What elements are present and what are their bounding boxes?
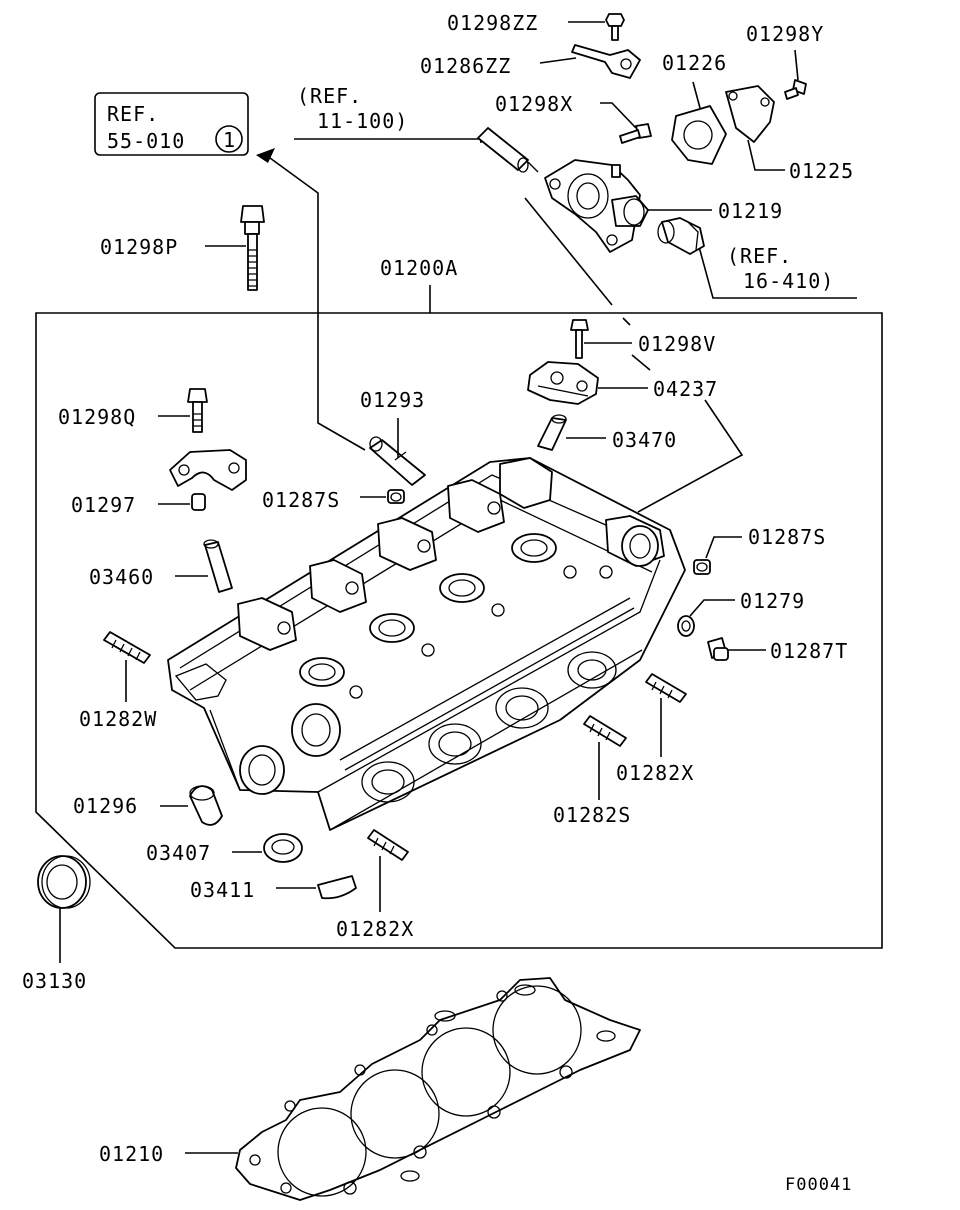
label-01298ZZ: 01298ZZ — [447, 11, 538, 35]
dowel-01297 — [191, 493, 206, 511]
oil-seal-03130 — [37, 855, 91, 909]
ref-55-circle-number: 1 — [223, 128, 236, 152]
seal-03407 — [263, 833, 303, 863]
label-01296: 01296 — [73, 794, 138, 818]
assembly-frame — [35, 312, 883, 949]
ref-16-line1: (REF. — [727, 244, 792, 268]
plug-01287T — [707, 637, 729, 661]
label-01298Q: 01298Q — [58, 405, 136, 429]
pipe-01293 — [369, 436, 426, 486]
stud-01282S — [583, 715, 627, 747]
bolt-01298Q — [187, 388, 208, 433]
bolt-01298P — [240, 205, 265, 291]
label-01298Y: 01298Y — [746, 22, 824, 46]
label-03460: 03460 — [89, 565, 154, 589]
label-03411: 03411 — [190, 878, 255, 902]
bolt-01298ZZ — [605, 13, 625, 41]
label-01226: 01226 — [662, 51, 727, 75]
label-01200A: 01200A — [380, 256, 458, 280]
bracket-01286ZZ — [571, 44, 641, 79]
bolt-01298Y — [784, 79, 807, 100]
bolt-01298V — [570, 319, 589, 359]
ref-55-line2: 55-010 — [107, 129, 185, 153]
stud-01282X-right — [645, 673, 687, 703]
label-03130: 03130 — [22, 969, 87, 993]
housing-01219 — [544, 159, 649, 253]
ref-11-100-pipe — [477, 127, 539, 173]
label-01287S-left: 01287S — [262, 488, 340, 512]
label-01210: 01210 — [99, 1142, 164, 1166]
label-03470: 03470 — [612, 428, 677, 452]
label-01279: 01279 — [740, 589, 805, 613]
head-gasket-01210 — [235, 977, 641, 1201]
label-01282S: 01282S — [553, 803, 631, 827]
figure-code: F00041 — [785, 1175, 852, 1195]
label-01282X-right: 01282X — [616, 761, 694, 785]
label-01286ZZ: 01286ZZ — [420, 54, 511, 78]
label-01297: 01297 — [71, 493, 136, 517]
ref-55-010-box: REF. 55-010 1 — [94, 92, 249, 156]
label-01287S-right: 01287S — [748, 525, 826, 549]
sleeve-03460 — [203, 539, 233, 593]
cylinder-head-01200A — [167, 457, 686, 831]
stud-01282X-bottom — [367, 829, 409, 861]
bolt-01298X — [619, 123, 652, 144]
label-01293: 01293 — [360, 388, 425, 412]
label-01298V: 01298V — [638, 332, 716, 356]
label-03407: 03407 — [146, 841, 211, 865]
label-01219: 01219 — [718, 199, 783, 223]
stud-01282W — [103, 631, 151, 664]
gasket-01226 — [671, 105, 727, 165]
seal-01296 — [189, 785, 223, 826]
plug-03411 — [317, 875, 357, 900]
ref-11-line1: (REF. — [297, 84, 362, 108]
ref-55-arrow — [256, 148, 275, 163]
camshaft-bearing-cap — [169, 449, 247, 491]
label-04237: 04237 — [653, 377, 718, 401]
plug-01287S-left — [387, 489, 405, 504]
plug-01287S-right — [693, 559, 711, 575]
sleeve-03470 — [537, 414, 567, 451]
label-01282W: 01282W — [79, 707, 157, 731]
label-01282X-bottom: 01282X — [336, 917, 414, 941]
temperature-sensor — [657, 217, 705, 255]
ref-16-line2: 16-410) — [743, 269, 834, 293]
label-01225: 01225 — [789, 159, 854, 183]
bracket-04237 — [527, 361, 599, 405]
ref-11-line2: 11-100) — [317, 109, 408, 133]
gasket-01279 — [677, 615, 695, 637]
label-01287T: 01287T — [770, 639, 848, 663]
cover-plate-01225 — [725, 85, 775, 143]
label-01298X: 01298X — [495, 92, 573, 116]
label-01298P: 01298P — [100, 235, 178, 259]
ref-55-line1: REF. — [107, 102, 159, 126]
